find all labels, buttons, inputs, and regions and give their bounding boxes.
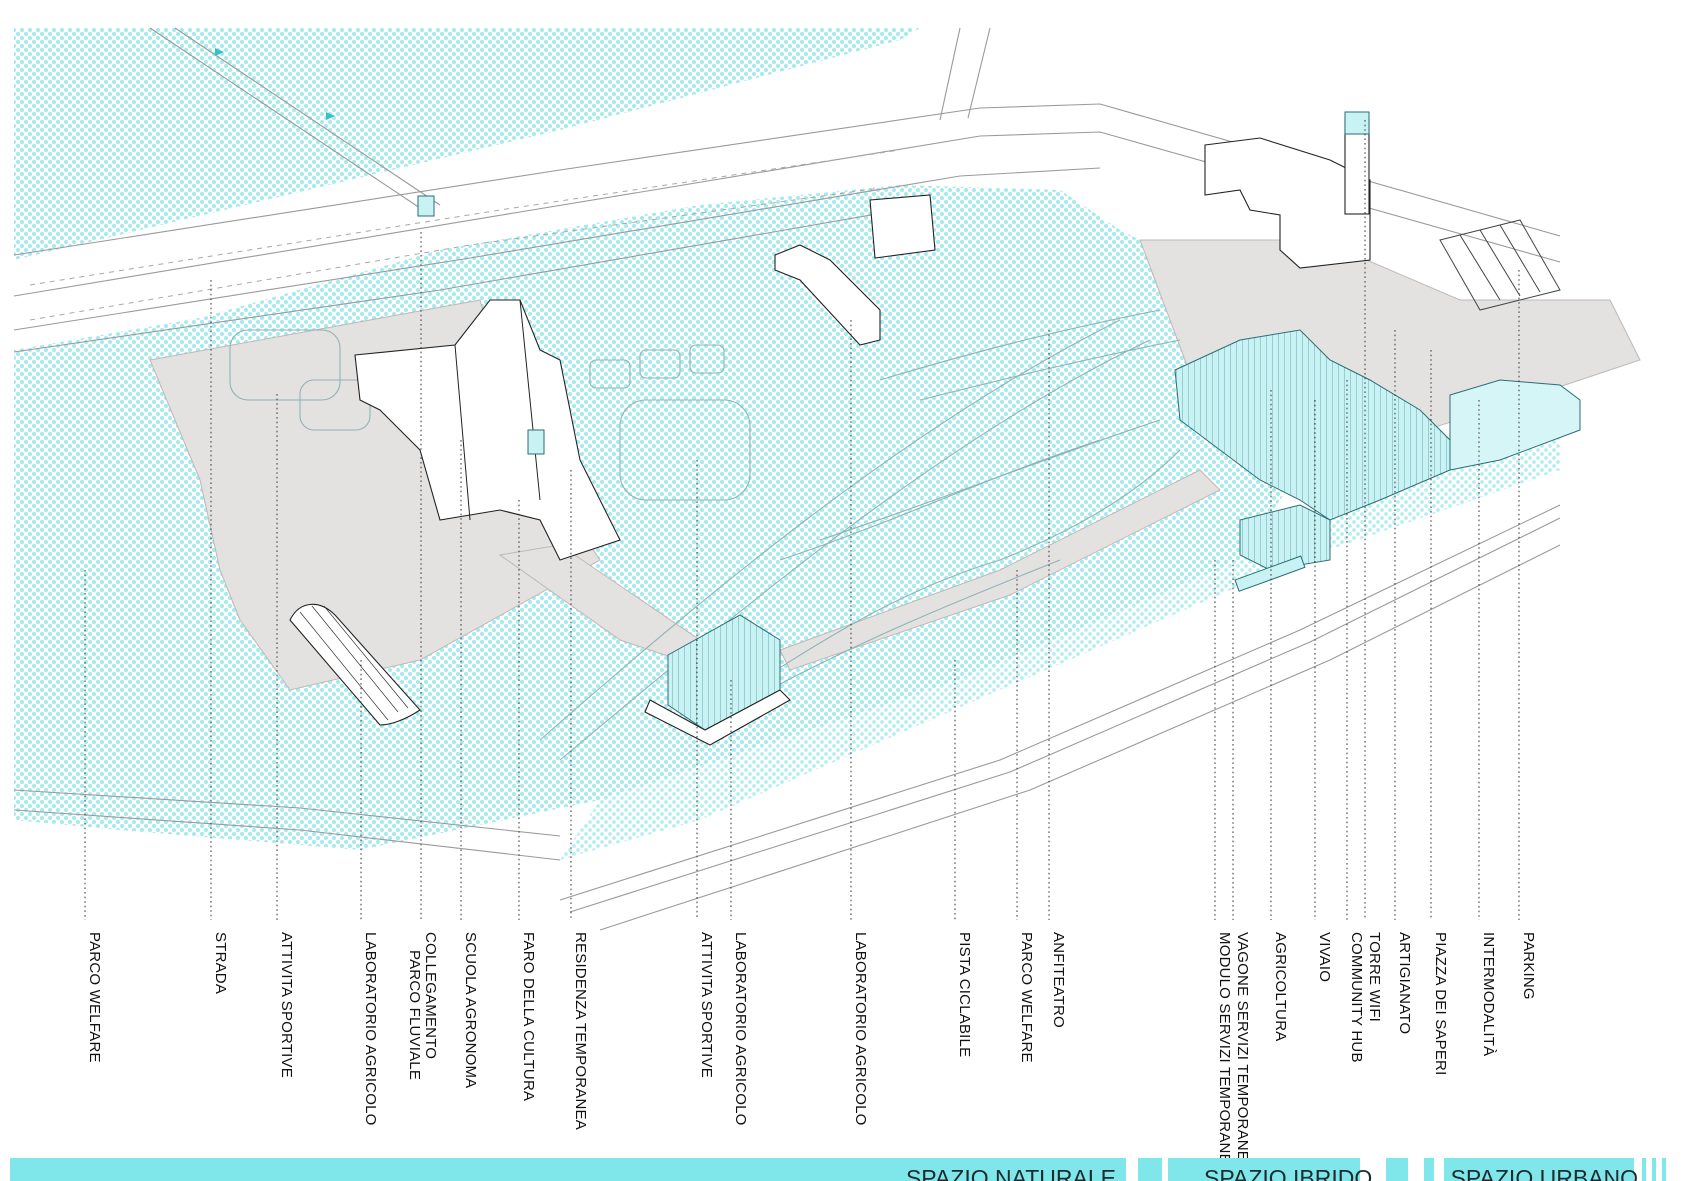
- station-building: [1449, 379, 1581, 471]
- label-piazza-dei-saperi: PIAZZA DEI SAPERI: [1432, 932, 1449, 1075]
- label-strada: STRADA: [212, 932, 229, 994]
- label-laboratorio-agricolo-3: LABORATORIO AGRICOLO: [852, 932, 869, 1126]
- label-vagone-servizi-temporanei: VAGONE SERVIZI TEMPORANEI: [1234, 932, 1251, 1165]
- leader-lines: [84, 120, 1520, 920]
- train-wagon: [1234, 555, 1306, 592]
- label-attivita-sportive-2: ATTIVITA SPORTIVE: [698, 932, 715, 1078]
- label-vivaio: VIVAIO: [1316, 932, 1333, 982]
- label-parco-welfare-1: PARCO WELFARE: [86, 932, 103, 1063]
- label-scuola-agronoma: SCUOLA AGRONOMA: [462, 932, 479, 1088]
- zone-urban-band: [1444, 1158, 1634, 1181]
- label-laboratorio-agricolo-1: LABORATORIO AGRICOLO: [362, 932, 379, 1126]
- buildings: [289, 111, 1581, 746]
- label-collegamento: COLLEGAMENTO: [422, 932, 439, 1059]
- label-artigianato: ARTIGIANATO: [1396, 932, 1413, 1034]
- hybrid-annex: [1239, 504, 1331, 571]
- collegamento-tower: [417, 195, 435, 217]
- zone-hybrid-band: [1176, 1158, 1360, 1181]
- zone-natural-band: [10, 1158, 1126, 1181]
- lab-building-north: [774, 244, 881, 346]
- label-parco-fluviale: PARCO FLUVIALE: [406, 950, 423, 1080]
- label-group: PARCO WELFARE STRADA ATTIVITA SPORTIVE L…: [86, 932, 1537, 1168]
- school-building: [354, 299, 621, 561]
- zone-natural-title: SPAZIO NATURALE: [906, 1165, 1116, 1181]
- label-anfiteatro: ANFITEATRO: [1050, 932, 1067, 1028]
- label-modulo-servizi-temporanei: MODULO SERVIZI TEMPORANEI: [1216, 932, 1233, 1168]
- label-torre-wifi: TORRE WIFI: [1366, 932, 1383, 1022]
- church: [1204, 137, 1371, 269]
- label-attivita-sportive-1: ATTIVITA SPORTIVE: [278, 932, 295, 1078]
- label-agricoltura: AGRICOLTURA: [1272, 932, 1289, 1041]
- label-parking: PARKING: [1520, 932, 1537, 1000]
- river-strip: [14, 28, 920, 260]
- path-east: [779, 469, 1221, 671]
- contours: [229, 309, 1181, 761]
- label-community-hub: COMMUNITY HUB: [1348, 932, 1365, 1063]
- label-intermodalita: INTERMODALITÀ: [1480, 932, 1497, 1056]
- label-pista-ciclabile: PISTA CICLABILE: [956, 932, 973, 1057]
- zone-band: SPAZIO NATURALE SPAZIO IBRIDO SPAZIO URB…: [10, 1158, 1666, 1181]
- zone-hybrid-title: SPAZIO IBRIDO: [1204, 1165, 1372, 1181]
- label-faro-della-cultura: FARO DELLA CULTURA: [520, 932, 537, 1101]
- zone-urban-title: SPAZIO URBANO: [1451, 1165, 1638, 1181]
- label-residenza-temporanea: RESIDENZA TEMPORANEA: [572, 932, 589, 1130]
- parking-grid: [1439, 219, 1561, 311]
- label-parco-welfare-2: PARCO WELFARE: [1018, 932, 1035, 1063]
- label-laboratorio-agricolo-2: LABORATORIO AGRICOLO: [732, 932, 749, 1126]
- greenhouse: [289, 603, 421, 726]
- faro-della-cultura-tower: [527, 429, 545, 455]
